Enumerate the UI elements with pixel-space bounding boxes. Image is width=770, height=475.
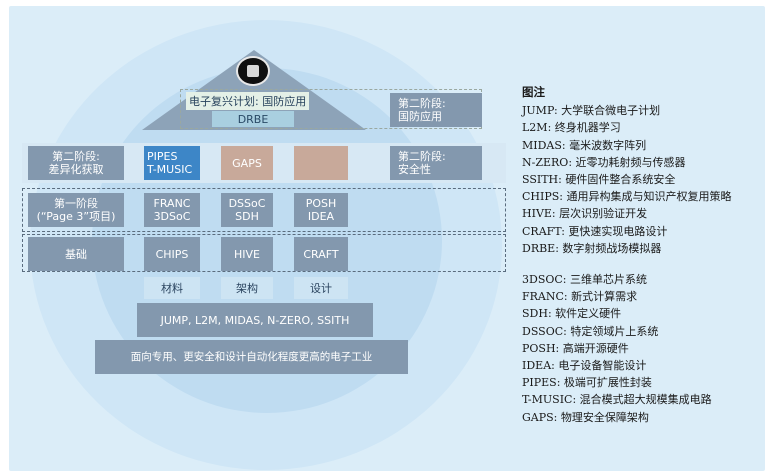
- legend: 图注 JUMP: 大学联合微电子计划 L2M: 终身机器学习 MIDAS: 毫米波数…: [522, 84, 762, 426]
- eri-defense-label: 电子复兴计划: 国防应用: [186, 92, 310, 110]
- legend-group-acronyms: JUMP: 大学联合微电子计划 L2M: 终身机器学习 MIDAS: 毫米波数字阵列…: [522, 102, 762, 257]
- phase1-row-frame: [22, 188, 506, 232]
- legend-entry: SDH: 软件定义硬件: [522, 307, 622, 321]
- legend-entry: GAPS: 物理安全保障架构: [522, 410, 649, 424]
- legend-entry: FRANC: 新式计算需求: [522, 290, 638, 304]
- legend-group-programs: 3DSOC: 三维单芯片系统 FRANC: 新式计算需求 SDH: 软件定义硬件 DS…: [522, 271, 762, 426]
- phase2-defense-box: 第二阶段:国防应用: [390, 93, 482, 127]
- craft-box: CRAFT: [294, 237, 348, 271]
- roof-triangle: [142, 50, 366, 130]
- foundation-box: 基础: [28, 237, 124, 271]
- category-materials: 材料: [144, 277, 200, 299]
- legend-entry: DRBE: 数字射频战场模拟器: [522, 241, 662, 255]
- phase2-security-box: 第二阶段:安全性: [390, 146, 482, 180]
- gaps-box: GAPS: [221, 146, 273, 180]
- programs-bar: JUMP, L2M, MIDAS, N-ZERO, SSITH: [137, 303, 373, 337]
- chips-box: CHIPS: [144, 237, 200, 271]
- legend-entry: SSITH: 硬件固件整合系统安全: [522, 173, 676, 187]
- emblem-icon: [236, 56, 270, 86]
- legend-title: 图注: [522, 85, 545, 99]
- legend-entry: N-ZERO: 近零功耗射频与传感器: [522, 155, 686, 169]
- legend-entry: HIVE: 层次识别验证开发: [522, 207, 648, 221]
- legend-entry: CRAFT: 更快速实现电路设计: [522, 224, 668, 238]
- legend-entry: L2M: 终身机器学习: [522, 121, 621, 135]
- blank-tan-box: [294, 146, 348, 180]
- industry-bar: 面向专用、更安全和设计自动化程度更高的电子工业: [95, 340, 408, 374]
- legend-entry: CHIPS: 通用异构集成与知识产权复用策略: [522, 190, 732, 204]
- legend-entry: MIDAS: 毫米波数字阵列: [522, 138, 647, 152]
- legend-entry: JUMP: 大学联合微电子计划: [522, 104, 661, 118]
- base-row-frame: [22, 234, 506, 272]
- legend-entry: DSSOC: 特定领域片上系统: [522, 324, 659, 338]
- legend-entry: PIPES: 极端可扩展性封装: [522, 376, 652, 390]
- legend-entry: T-MUSIC: 混合模式超大规模集成电路: [522, 393, 712, 407]
- legend-entry: IDEA: 电子设备智能设计: [522, 359, 647, 373]
- legend-entry: POSH: 高端开源硬件: [522, 341, 629, 355]
- category-design: 设计: [294, 277, 348, 299]
- category-architecture: 架构: [221, 277, 273, 299]
- phase2-differentiated-box: 第二阶段:差异化获取: [28, 146, 124, 180]
- hive-box: HIVE: [221, 237, 273, 271]
- drbe-box: DRBE: [212, 111, 294, 127]
- phase1-page3-box: 第一阶段(“Page 3”项目): [28, 193, 124, 227]
- legend-entry: 3DSOC: 三维单芯片系统: [522, 273, 647, 287]
